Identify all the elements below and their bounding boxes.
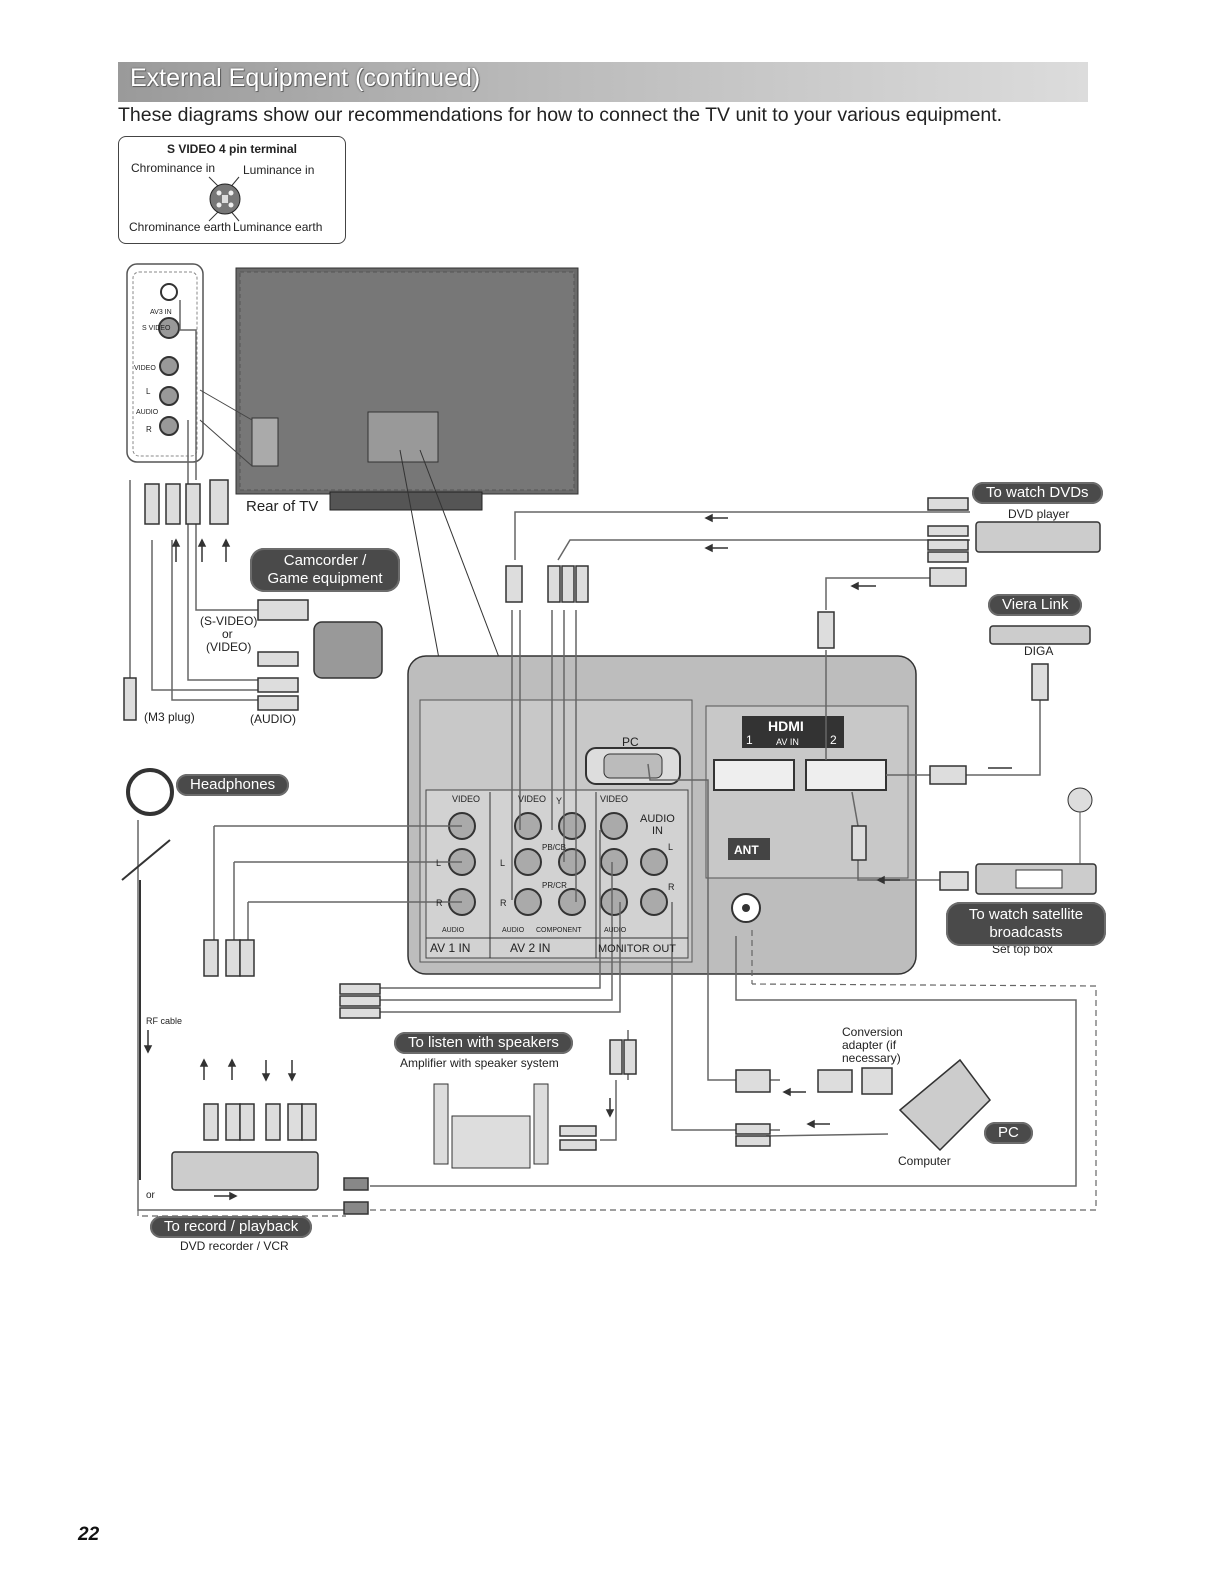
audio-3-label: AUDIO xyxy=(604,927,627,934)
computer-label: Computer xyxy=(898,1154,951,1168)
amplifier-device xyxy=(451,1115,531,1169)
rf-cable-label: RF cable xyxy=(146,1016,183,1026)
laptop-device xyxy=(898,1058,991,1152)
s-video-side-label: S VIDEO xyxy=(142,325,171,332)
page-number: 22 xyxy=(78,1524,100,1545)
luminance-earth-label: Luminance earth xyxy=(233,220,323,234)
or-bottom-label: or xyxy=(146,1190,155,1201)
luminance-in-label: Luminance in xyxy=(243,163,315,177)
camcorder-device xyxy=(313,621,383,679)
audio-in-label-1: AUDIO xyxy=(640,813,675,825)
record-playback-pill: To record / playback xyxy=(150,1216,313,1238)
camcorder-pill: Camcorder / Game equipment xyxy=(250,548,400,592)
audio-2-label: AUDIO xyxy=(502,927,525,934)
audio-in-label-2: IN xyxy=(652,825,663,837)
video-jack xyxy=(159,356,179,376)
amplifier-label: Amplifier with speaker system xyxy=(400,1056,559,1070)
svideo-connector-icon xyxy=(208,176,241,222)
hdmi-label-box xyxy=(742,716,844,748)
video-3-label: VIDEO xyxy=(600,794,628,804)
l1-label: L xyxy=(436,858,441,868)
dvd-player-device xyxy=(975,521,1101,553)
dvd-recorder-label: DVD recorder / VCR xyxy=(180,1239,289,1253)
av2-in-label: AV 2 IN xyxy=(510,941,550,955)
viera-link-pill: Viera Link xyxy=(988,594,1083,616)
pb-cb-label: PB/CB xyxy=(542,843,566,852)
conversion-adapter-label-2: adapter (if xyxy=(842,1038,897,1052)
hdmi-2-label: 2 xyxy=(830,733,837,747)
watch-satellite-pill: To watch satellite broadcasts xyxy=(946,902,1106,946)
av1-in-label: AV 1 IN xyxy=(430,941,470,955)
pc-pill: PC xyxy=(984,1122,1033,1144)
speaker-right xyxy=(533,1083,549,1165)
watch-satellite-line-2: broadcasts xyxy=(989,924,1063,941)
headphones-pill: Headphones xyxy=(176,774,290,796)
intro-text: These diagrams show our recommendations … xyxy=(118,104,1003,126)
video-paren-label: (VIDEO) xyxy=(206,640,252,654)
conversion-adapter-label-3: necessary) xyxy=(842,1051,901,1065)
svideo-box-title: S VIDEO 4 pin terminal xyxy=(166,142,298,156)
conversion-adapter-label-1: Conversion xyxy=(842,1025,903,1039)
camcorder-pill-line-1: Camcorder / xyxy=(283,552,367,569)
ant-label: ANT xyxy=(734,843,759,857)
page-title: External Equipment (continued) xyxy=(130,64,481,92)
video-2-label: VIDEO xyxy=(518,794,546,804)
audio-1-label: AUDIO xyxy=(442,927,465,934)
r-side-label: R xyxy=(146,425,152,434)
s-video-paren-label: (S-VIDEO) xyxy=(200,614,258,628)
m3-plug-label: (M3 plug) xyxy=(144,710,195,724)
diga-label: DIGA xyxy=(1024,644,1054,658)
chrominance-earth-label: Chrominance earth xyxy=(129,220,232,234)
audio-side-label: AUDIO xyxy=(136,409,159,416)
av3-in-label: AV3 IN xyxy=(150,309,172,316)
l-side-label: L xyxy=(146,387,151,396)
s-video-jack xyxy=(158,317,180,339)
r3-label: R xyxy=(668,882,675,892)
svideo-terminal-box: S VIDEO 4 pin terminal Chrominance in Lu… xyxy=(118,136,346,244)
dvd-recorder-device xyxy=(171,1151,319,1191)
diga-device xyxy=(989,625,1091,645)
camcorder-pill-line-2: Game equipment xyxy=(267,570,383,587)
r1-label: R xyxy=(436,898,443,908)
headphone-jack xyxy=(160,283,178,301)
antenna xyxy=(121,839,171,1180)
r2-label: R xyxy=(500,898,507,908)
watch-dvds-pill: To watch DVDs xyxy=(972,482,1103,504)
dvd-player-label: DVD player xyxy=(1008,507,1070,521)
y-label: Y xyxy=(556,796,562,806)
satellite-dish xyxy=(1067,787,1093,813)
speaker-left xyxy=(433,1083,449,1165)
headphones-device xyxy=(126,768,174,816)
hdmi-label: HDMI xyxy=(768,718,804,734)
l3-label: L xyxy=(668,842,673,852)
pc-port-label: PC xyxy=(622,735,639,749)
hdmi-1-port xyxy=(713,759,795,791)
ant-label-box xyxy=(728,838,770,860)
video-1-label: VIDEO xyxy=(452,794,480,804)
title-bar xyxy=(118,62,1088,102)
audio-r-jack xyxy=(159,416,179,436)
hdmi-2-port xyxy=(805,759,887,791)
or-label: or xyxy=(222,627,233,641)
hdmi-1-label: 1 xyxy=(746,733,753,747)
audio-paren-label: (AUDIO) xyxy=(250,712,296,726)
pr-cr-label: PR/CR xyxy=(542,881,567,890)
monitor-out-label: MONITOR OUT xyxy=(598,943,676,955)
listen-speakers-pill: To listen with speakers xyxy=(394,1032,573,1054)
rear-of-tv-label: Rear of TV xyxy=(246,498,319,515)
video-side-label: VIDEO xyxy=(134,365,156,372)
chrominance-in-label: Chrominance in xyxy=(131,161,216,175)
watch-satellite-line-1: To watch satellite xyxy=(968,906,1084,923)
audio-l-jack xyxy=(159,386,179,406)
component-label: COMPONENT xyxy=(536,927,582,934)
l2-label: L xyxy=(500,858,505,868)
av-in-label: AV IN xyxy=(776,737,799,747)
